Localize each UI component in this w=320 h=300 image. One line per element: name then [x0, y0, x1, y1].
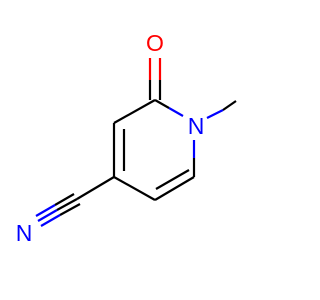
nitrile-nitrogen-atom-label: N [16, 220, 33, 246]
bond-n1-methyl-carbon-half [222, 100, 237, 111]
bond-n1-methyl-nitrogen-half [206, 109, 224, 119]
carbonyl-bonds [148, 58, 162, 100]
bond-n1-c2-carbon-half [154, 99, 170, 109]
bond-c5-c6-b [155, 169, 190, 190]
bond-c4-c5 [113, 176, 156, 201]
bond-c5-c6-a [154, 176, 195, 201]
nitrile-bonds [35, 176, 115, 227]
ring-nitrogen-atom-label: N [188, 113, 205, 139]
bond-triple-2-carbon-half [56, 198, 78, 211]
bond-c4-cnitrile [76, 176, 115, 200]
bond-n1-c2-nitrogen-half [168, 107, 184, 117]
ring-bonds [112, 99, 196, 201]
atom-labels: O N N [16, 30, 205, 246]
bond-triple-1-nitrogen-half [35, 204, 56, 217]
methyl-bond [206, 100, 237, 119]
molecule-structure: O N N [16, 30, 237, 246]
bond-triple-2-nitrogen-half [37, 209, 58, 222]
bond-triple-3-nitrogen-half [40, 214, 61, 227]
bond-triple-3-carbon-half [59, 203, 81, 216]
oxygen-atom-label: O [146, 30, 164, 56]
bond-c2-c3 [113, 99, 156, 124]
bond-triple-1-carbon-half [54, 193, 75, 206]
